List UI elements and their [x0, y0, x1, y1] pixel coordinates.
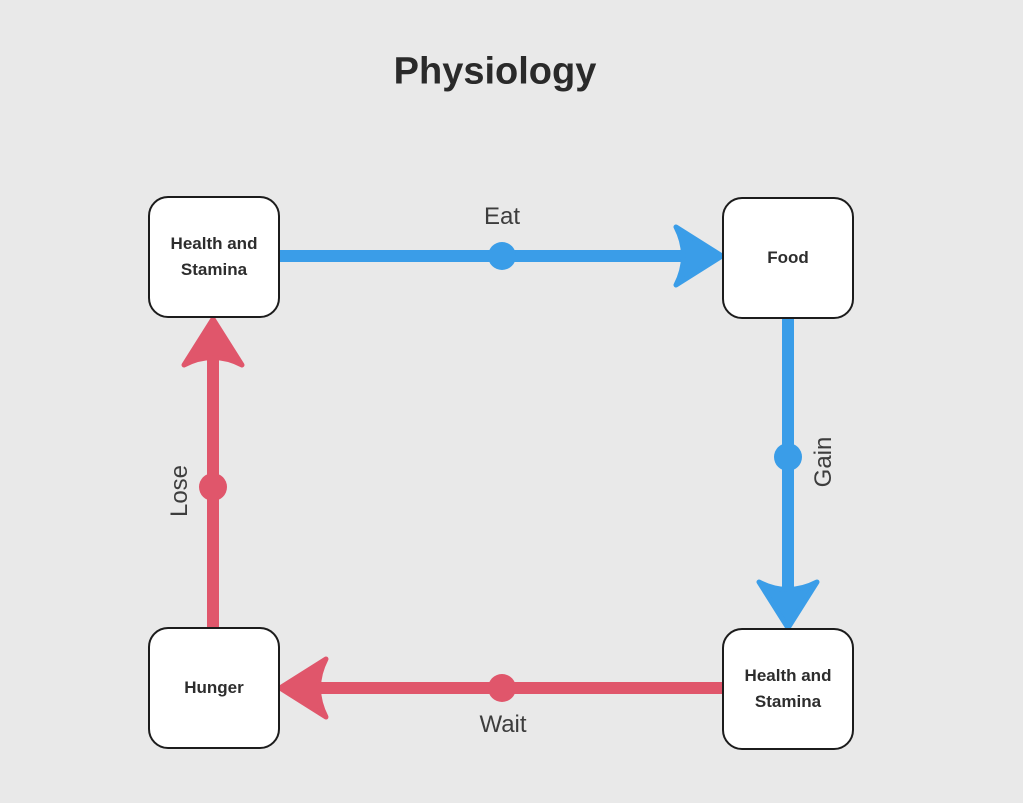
- edge-gain[interactable]: [756, 319, 820, 631]
- node-label: Health and Stamina: [170, 234, 258, 279]
- edge-wait[interactable]: [277, 656, 722, 720]
- node-label: Hunger: [184, 678, 244, 697]
- lose-midpoint-dot: [199, 473, 227, 501]
- gain-midpoint-dot: [774, 443, 802, 471]
- node-health-and-stamina-bottom[interactable]: Health and Stamina: [722, 628, 854, 750]
- diagram-title: Physiology: [393, 50, 597, 93]
- node-label: Food: [767, 248, 809, 267]
- eat-midpoint-dot: [488, 242, 516, 270]
- edge-label-lose: Lose: [166, 464, 193, 518]
- edge-lose[interactable]: [181, 316, 245, 627]
- edge-label-wait: Wait: [479, 711, 527, 738]
- eat-arrowhead-icon: [673, 224, 725, 288]
- node-hunger[interactable]: Hunger: [148, 627, 280, 749]
- node-label: Health and Stamina: [744, 666, 832, 711]
- wait-midpoint-dot: [488, 674, 516, 702]
- node-health-and-stamina-top[interactable]: Health and Stamina: [148, 196, 280, 318]
- wait-arrowhead-icon: [277, 656, 329, 720]
- edge-eat[interactable]: [280, 224, 725, 288]
- gain-arrowhead-icon: [756, 579, 820, 631]
- lose-arrowhead-icon: [181, 316, 245, 368]
- edge-label-gain: Gain: [810, 436, 837, 488]
- node-food[interactable]: Food: [722, 197, 854, 319]
- edge-label-eat: Eat: [483, 203, 521, 230]
